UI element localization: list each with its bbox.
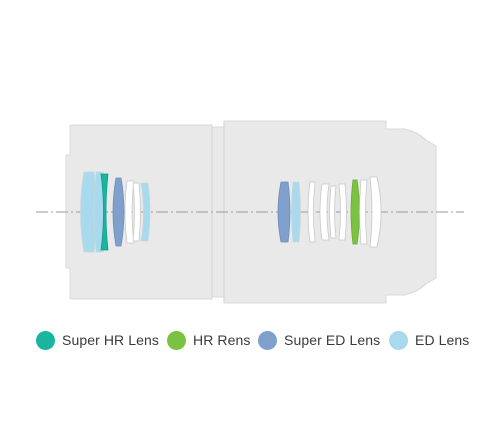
plain-lens-element [319,183,330,241]
plain-lens-element [307,181,316,243]
legend-item-super-ed-lens: Super ED Lens [258,326,380,354]
plain-lens-element [359,179,368,245]
legend-label: HR Rens [193,332,251,348]
plain-lens-element [124,180,135,244]
plain-lens-element [329,185,337,239]
plain-lens-element [132,182,141,242]
legend-item-super-hr-lens: Super HR Lens [36,326,159,354]
legend-label: Super ED Lens [284,332,381,348]
hr-lens-element [350,179,360,245]
legend: Super HR Lens HR Rens Super ED Lens ED L… [0,326,500,354]
ed-lens-element [291,181,301,243]
super-hr-lens-swatch-icon [36,330,55,350]
super-ed-lens-element [277,181,291,243]
ed-lens-element [140,182,151,242]
super-hr-lens-element [100,173,109,251]
legend-item-hr-rens: HR Rens [167,326,251,354]
ed-lens-swatch-icon [389,330,408,350]
legend-label: Super HR Lens [62,332,160,348]
plain-lens-element [369,176,382,248]
super-ed-lens-swatch-icon [258,330,277,350]
plain-lens-element [338,183,347,241]
super-ed-lens-element [112,177,125,247]
legend-item-ed-lens: ED Lens [389,326,469,354]
hr-rens-swatch-icon [167,330,186,350]
legend-label: ED Lens [415,332,470,348]
